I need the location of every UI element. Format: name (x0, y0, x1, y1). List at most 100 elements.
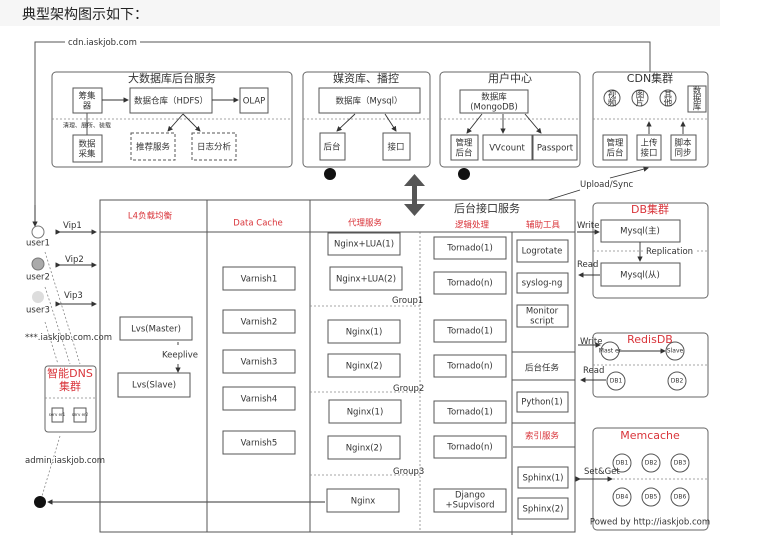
log-analysis-label: 日志分析 (197, 142, 232, 153)
redis-slave-label: Slave (667, 348, 684, 355)
group-label: Group1 (392, 296, 423, 306)
cdn-link: cdn.iaskjob.com (32, 38, 651, 230)
proxy-item: Nginx(2) (346, 444, 383, 454)
data-cache-header: Data Cache (233, 219, 282, 229)
varnish-label: Varnish2 (241, 318, 278, 328)
redis-master-label: Mast er (599, 348, 622, 355)
olap-label: OLAP (243, 97, 266, 107)
data-collect-label: 数据 (78, 139, 96, 150)
logic-item: Tornado(1) (446, 244, 493, 254)
proxy-item: Nginx+LUA(1) (334, 240, 394, 250)
memcache-title: Memcache (620, 429, 680, 442)
varnish-label: Varnish5 (241, 439, 278, 449)
media-api-label: 接口 (387, 142, 404, 153)
group-label: Group2 (393, 384, 424, 394)
user-center-title: 用户中心 (488, 71, 532, 85)
dns-title: 智能DNS (47, 366, 93, 380)
double-arrow-icon (404, 174, 425, 216)
cdn-other-label: 他 (664, 98, 673, 109)
vip-label: Vip3 (64, 291, 83, 301)
dns-server-label: serv er2 (72, 412, 89, 417)
uc-admin-label: 管理 (455, 138, 473, 149)
replication-label: Replication (646, 247, 693, 257)
cdn-admin-label: 后台 (606, 148, 623, 159)
user-label: user3 (26, 306, 50, 316)
db-cluster-title: DB集群 (631, 202, 669, 216)
aux-header: 辅助工具 (526, 220, 561, 231)
proxy-item: Nginx(1) (347, 408, 384, 418)
proxy-item: Nginx(1) (346, 328, 383, 338)
uc-admin-label: 后台 (455, 148, 472, 159)
logic-item: Tornado(1) (446, 327, 493, 337)
recommend-box (130, 132, 176, 161)
cdn-db-label: 库 (693, 102, 702, 113)
cdn-sync-label: 脚本 (674, 138, 692, 149)
cdn-sync-label: 同步 (674, 149, 691, 159)
varnish-label: Varnish3 (241, 358, 278, 368)
logic-item: Tornado(n) (446, 279, 493, 289)
cdn-domain: cdn.iaskjob.com (68, 38, 137, 48)
cdn-admin-label: 管理 (606, 138, 624, 149)
proxy-item: Nginx (351, 497, 376, 507)
users-area: user1 user2 user3 Vip1 Vip2 Vip3 ***.ias… (25, 221, 325, 508)
collector-box (72, 87, 103, 114)
data-collect-label: 采集 (78, 149, 96, 160)
user-label: user1 (26, 239, 50, 249)
monitor-label: script (530, 317, 554, 327)
read-label: Read (583, 366, 604, 376)
big-data-panel: 大数据库后台服务 筹集 器 数据仓库（HDFS） OLAP 清理、展所、装载 数… (51, 71, 293, 168)
node-dot (458, 168, 470, 180)
bg-task-label: 后台任务 (525, 363, 560, 374)
upload-sync-label: Upload/Sync (580, 180, 633, 190)
recommend-label: 推荐服务 (136, 142, 171, 153)
memcache-node: DB4 (616, 494, 629, 501)
dns-cluster-box (44, 365, 97, 433)
sphinx-label: Sphinx(1) (523, 474, 564, 484)
logic-item: Tornado(n) (446, 362, 493, 372)
keeplive-label: Keeplive (162, 351, 198, 361)
heading-bar (0, 0, 720, 26)
lvs-slave-label: Lvs(Slave) (132, 381, 176, 391)
collector-label: 筹集 (78, 91, 96, 102)
lvs-master-label: Lvs(Master) (131, 325, 181, 335)
warehouse-label: 数据仓库（HDFS） (134, 96, 208, 107)
vvcount-label: VVcount (489, 144, 525, 154)
redis-db1-label: DB1 (610, 378, 623, 385)
sphinx-label: Sphinx(2) (523, 505, 564, 515)
aux-item: syslog-ng (522, 279, 563, 289)
redis-panel: RedisDB Mast er Slave DB1 DB2 Write Read (578, 332, 709, 398)
group-label: Group3 (393, 467, 424, 477)
admin-dot (34, 496, 46, 508)
wildcard-domain: ***.iaskjob.com.com (25, 333, 112, 343)
set-get-label: Set&Get (584, 467, 620, 477)
mongodb-label: 数据库 (481, 92, 507, 103)
cdn-other-label: 其 (664, 91, 673, 101)
cdn-panel: CDN集群 视 频 图 片 其 他 数 据 库 管理 后台 上传 接口 脚本 同… (547, 71, 709, 201)
media-panel: 媒资库、播控 数据库（Mysql） 后台 接口 (302, 71, 431, 180)
big-data-title: 大数据库后台服务 (128, 71, 216, 85)
cdn-video-label: 频 (608, 98, 617, 109)
l4-header: L4负载均衡 (128, 211, 173, 222)
memcache-node: DB3 (674, 460, 687, 467)
python-label: Python(1) (521, 398, 563, 408)
mysql-master-label: Mysql(主) (620, 226, 660, 237)
redis-db2-label: DB2 (671, 378, 684, 385)
logic-header: 逻辑处理 (455, 220, 490, 231)
mongodb-label: (MongoDB) (470, 103, 518, 113)
django-label: +Supvisord (445, 501, 494, 511)
cdn-upload-label: 上传 (640, 138, 658, 149)
read-label: Read (577, 260, 598, 270)
vip-label: Vip1 (63, 221, 82, 231)
memcache-node: DB6 (674, 494, 687, 501)
write-label: Write (580, 337, 602, 347)
data-collect-box (72, 134, 103, 163)
powered-by-label: Powed by http://iaskjob.com (590, 518, 710, 528)
cdn-db-label: 据 (693, 94, 702, 105)
media-backend-label: 后台 (323, 142, 340, 153)
redis-title: RedisDB (627, 333, 673, 346)
proxy-item: Nginx+LUA(2) (336, 275, 396, 285)
user-center-panel: 用户中心 数据库 (MongoDB) 管理 后台 VVcount Passpor… (439, 71, 581, 180)
dns-server-label: serv er1 (49, 412, 66, 417)
media-db-label: 数据库（Mysql） (335, 96, 402, 107)
